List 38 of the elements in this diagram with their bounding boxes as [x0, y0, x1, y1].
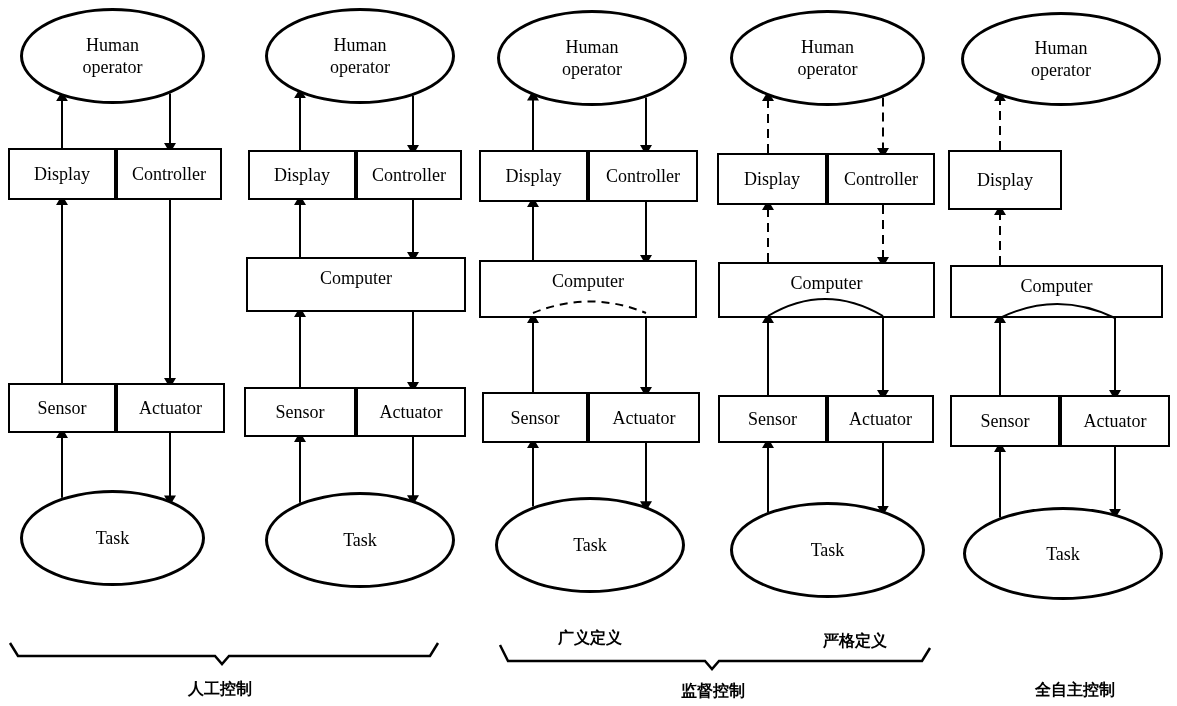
- process-box: Controller: [116, 148, 222, 200]
- ellipse-node: Human operator: [265, 8, 455, 104]
- process-box: Actuator: [116, 383, 225, 433]
- computer-box: Computer: [479, 260, 697, 318]
- process-box: Controller: [588, 150, 698, 202]
- process-box: Display: [248, 150, 356, 200]
- group-label: 人工控制: [188, 678, 252, 700]
- ellipse-node: Task: [963, 507, 1163, 600]
- computer-box: Computer: [950, 265, 1163, 318]
- ellipse-node: Task: [730, 502, 925, 598]
- group-label: 严格定义: [823, 630, 887, 652]
- process-box: Controller: [827, 153, 935, 205]
- ellipse-node: Task: [265, 492, 455, 588]
- computer-box: Computer: [246, 257, 466, 312]
- computer-box: Computer: [718, 262, 935, 318]
- process-box: Sensor: [718, 395, 827, 443]
- group-label: 监督控制: [681, 680, 745, 702]
- process-box: Display: [479, 150, 588, 202]
- ellipse-node: Task: [20, 490, 205, 586]
- ellipse-node: Human operator: [497, 10, 687, 106]
- group-label: 广义定义: [558, 627, 622, 649]
- process-box: Sensor: [950, 395, 1060, 447]
- process-box: Controller: [356, 150, 462, 200]
- process-box: Display: [717, 153, 827, 205]
- process-box: Actuator: [827, 395, 934, 443]
- ellipse-node: Human operator: [730, 10, 925, 106]
- group-label: 全自主控制: [1035, 679, 1115, 701]
- ellipse-node: Human operator: [961, 12, 1161, 106]
- ellipse-node: Human operator: [20, 8, 205, 104]
- process-box: Actuator: [1060, 395, 1170, 447]
- process-box: Display: [8, 148, 116, 200]
- process-box: Sensor: [482, 392, 588, 443]
- process-box: Actuator: [356, 387, 466, 437]
- process-box: Display: [948, 150, 1062, 210]
- process-box: Sensor: [8, 383, 116, 433]
- process-box: Sensor: [244, 387, 356, 437]
- process-box: Actuator: [588, 392, 700, 443]
- ellipse-node: Task: [495, 497, 685, 593]
